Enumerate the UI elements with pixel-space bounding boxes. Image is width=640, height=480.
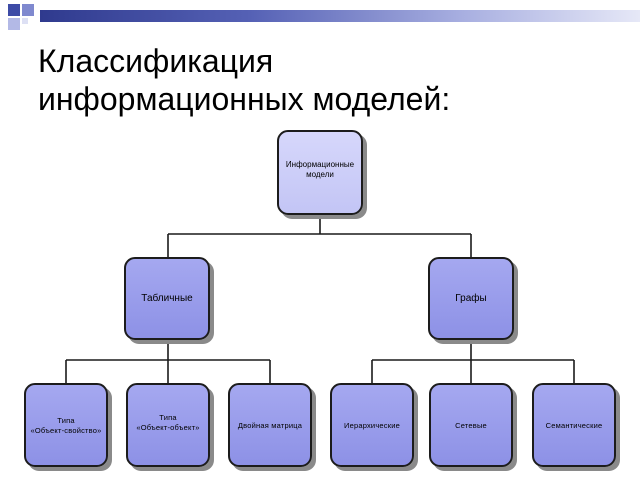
node-root: Информационные модели xyxy=(277,130,363,215)
node-object-object-label: Типа «Объект-объект» xyxy=(108,413,228,433)
node-hierarchical: Иерархические xyxy=(330,383,414,467)
header-bar xyxy=(40,10,640,22)
node-object-property-line-2: «Объект-свойство» xyxy=(30,426,102,435)
node-object-property-label: Типа «Объект-свойство» xyxy=(6,416,126,436)
node-hierarchical-label: Иерархические xyxy=(343,421,400,430)
node-root-label: Информационные модели xyxy=(259,160,381,180)
node-tabular: Табличные xyxy=(124,257,210,340)
node-semantic: Семантические xyxy=(532,383,616,467)
header-square xyxy=(8,4,20,16)
node-graphs: Графы xyxy=(428,257,514,340)
node-root-line-1: Информационные xyxy=(285,160,355,169)
node-object-object-line-2: «Объект-объект» xyxy=(136,423,200,432)
header-square xyxy=(22,18,28,24)
node-object-property-line-1: Типа xyxy=(57,416,75,425)
header-square xyxy=(8,18,20,30)
node-double-matrix-label: Двойная матрица xyxy=(237,421,303,430)
node-root-line-2: модели xyxy=(306,170,334,179)
node-object-object-line-1: Типа xyxy=(159,413,177,422)
node-network: Сетевые xyxy=(429,383,513,467)
slide-title: Классификация информационных моделей: xyxy=(38,42,598,118)
node-object-property: Типа «Объект-свойство» xyxy=(24,383,108,467)
node-object-object: Типа «Объект-объект» xyxy=(126,383,210,467)
title-line-1: Классификация xyxy=(38,43,274,79)
node-graphs-label: Графы xyxy=(455,293,487,304)
node-semantic-label: Семантические xyxy=(545,421,603,430)
node-tabular-label: Табличные xyxy=(141,293,193,304)
node-network-label: Сетевые xyxy=(455,421,487,430)
node-double-matrix: Двойная матрица xyxy=(228,383,312,467)
header-square xyxy=(22,4,34,16)
title-line-2: информационных моделей: xyxy=(38,81,451,117)
